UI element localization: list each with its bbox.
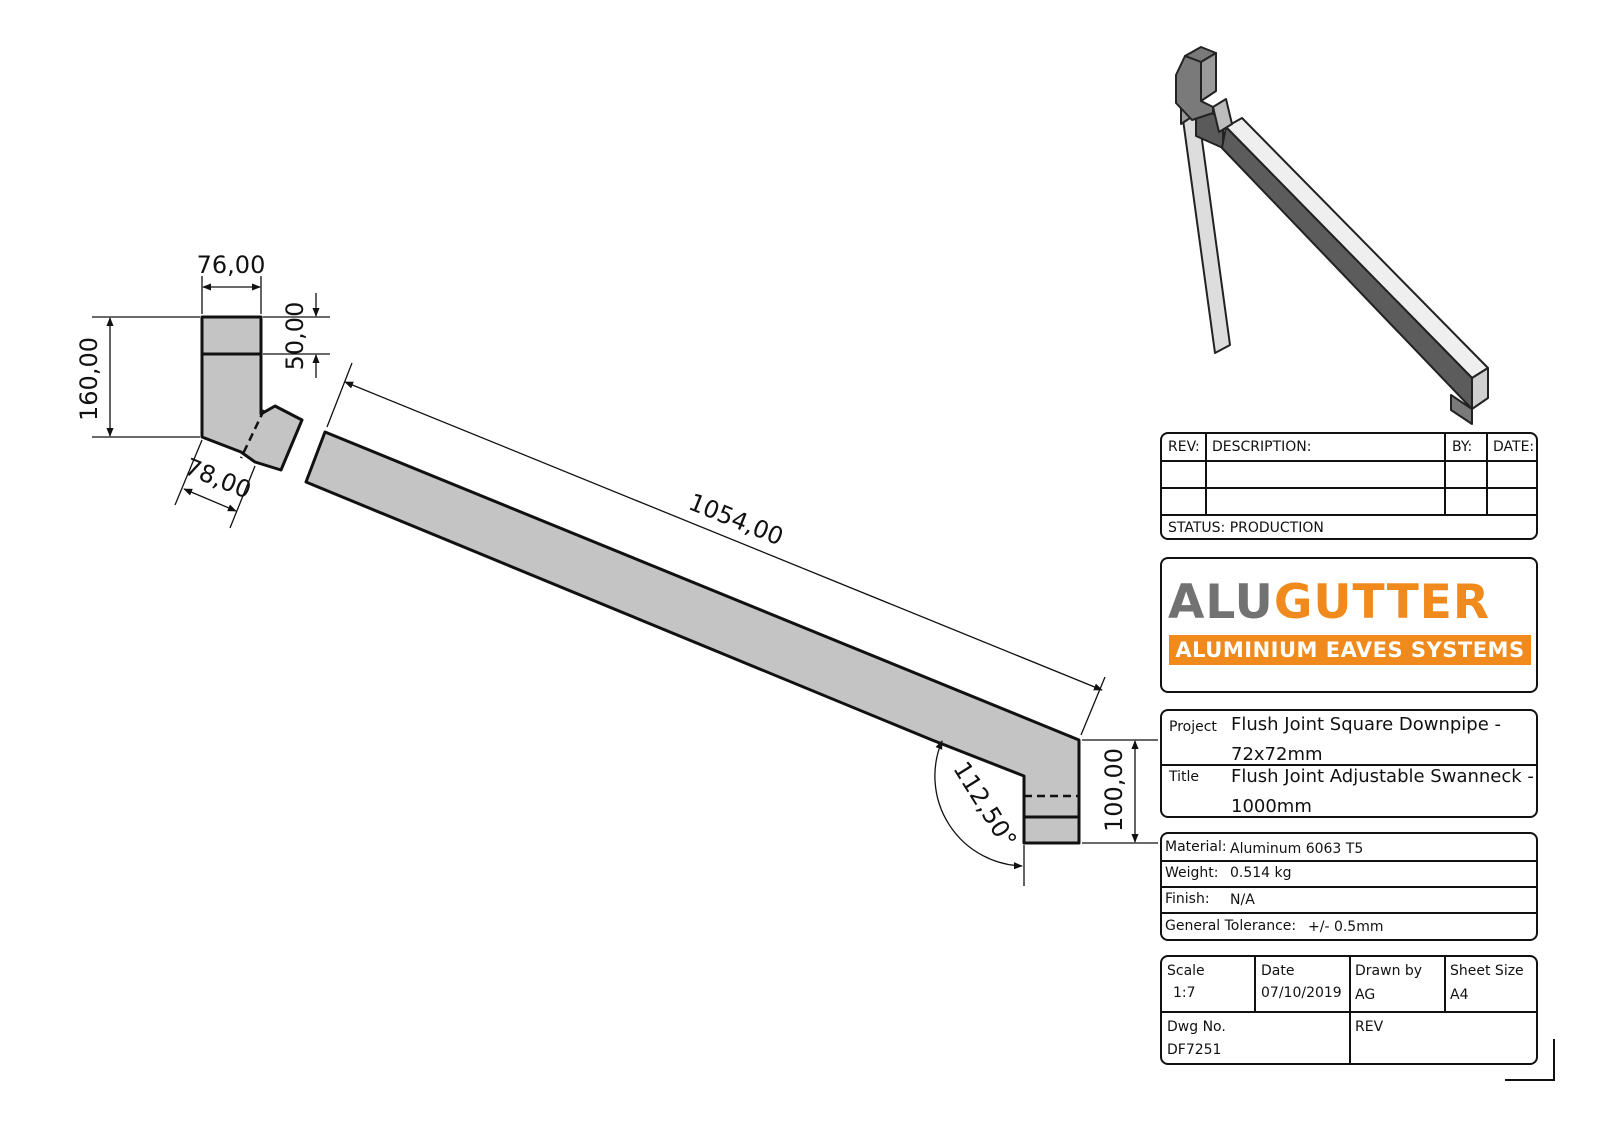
dim-text-height-right: 100,00: [1100, 748, 1128, 832]
scale-label: Scale: [1167, 963, 1205, 979]
status-text: STATUS: PRODUCTION: [1168, 520, 1324, 536]
material-value: Aluminum 6063 T5: [1230, 841, 1364, 857]
dimension-offset-bottom: [174, 439, 256, 529]
sheet-corner-mark: [1505, 1079, 1555, 1081]
project-value-line1: Flush Joint Square Downpipe -: [1231, 714, 1502, 735]
dwg-no-value: DF7251: [1167, 1042, 1222, 1058]
drawn-by-value: AG: [1355, 987, 1376, 1003]
date-value: 07/10/2019: [1261, 985, 1342, 1001]
dim-text-offset-bottom: 78,00: [181, 453, 255, 505]
dim-text-width-top: 76,00: [197, 251, 266, 279]
material-label: Material:: [1165, 839, 1227, 855]
title-value-line1: Flush Joint Adjustable Swanneck -: [1231, 766, 1534, 787]
dwg-no-label: Dwg No.: [1167, 1019, 1226, 1035]
logo-block: ALUGUTTER ALUMINIUM EAVES SYSTEMS: [1160, 557, 1538, 693]
project-value-line2: 72x72mm: [1231, 744, 1323, 765]
project-label: Project: [1169, 719, 1217, 735]
description-header: DESCRIPTION:: [1212, 439, 1312, 455]
upper-elbow-part: [200, 315, 304, 472]
dimension-height-right: [1082, 739, 1158, 844]
weight-value: 0.514 kg: [1230, 865, 1292, 881]
sheet-corner-mark-vertical: [1553, 1039, 1555, 1081]
brand-logo-alu: ALU: [1168, 575, 1274, 630]
rev-header: REV:: [1168, 439, 1200, 455]
brand-logo-gutter: GUTTER: [1273, 575, 1491, 630]
sheet-size-value: A4: [1450, 987, 1469, 1003]
revision-block: REV: DESCRIPTION: BY: DATE: STATUS: PROD…: [1160, 432, 1538, 540]
elbow-hidden-line: [239, 409, 266, 459]
date-header: DATE:: [1493, 439, 1535, 455]
tolerance-value: +/- 0.5mm: [1308, 919, 1384, 935]
project-block: Project Flush Joint Square Downpipe - 72…: [1160, 709, 1538, 818]
scale-value: 1:7: [1173, 985, 1196, 1001]
finish-value: N/A: [1230, 892, 1255, 908]
isometric-3d-view: [1175, 46, 1489, 425]
finish-label: Finish:: [1165, 891, 1210, 907]
brand-logo: ALUGUTTER: [1168, 577, 1490, 629]
drawn-by-label: Drawn by: [1355, 963, 1423, 979]
sheet-size-label: Sheet Size: [1450, 963, 1524, 979]
dim-text-socket: 50,00: [281, 302, 309, 371]
by-header: BY:: [1452, 439, 1473, 455]
title-value-line2: 1000mm: [1231, 796, 1312, 817]
tolerance-label: General Tolerance:: [1165, 918, 1297, 934]
title-label: Title: [1169, 769, 1200, 785]
info-block: Scale 1:7 Date 07/10/2019 Drawn by AG Sh…: [1160, 955, 1538, 1065]
dimension-angle: [934, 740, 1025, 886]
weight-label: Weight:: [1165, 865, 1219, 881]
dimension-length: [326, 362, 1106, 736]
date-label: Date: [1261, 963, 1295, 979]
dim-text-height-left: 160,00: [75, 337, 103, 421]
brand-tagline: ALUMINIUM EAVES SYSTEMS: [1169, 635, 1531, 665]
dimension-width-top: [201, 276, 262, 314]
rev-label: REV: [1355, 1019, 1384, 1035]
material-block: Material: Aluminum 6063 T5 Weight: 0.514…: [1160, 832, 1538, 941]
dimension-height-left: [92, 316, 200, 438]
dimension-socket: [263, 293, 330, 378]
